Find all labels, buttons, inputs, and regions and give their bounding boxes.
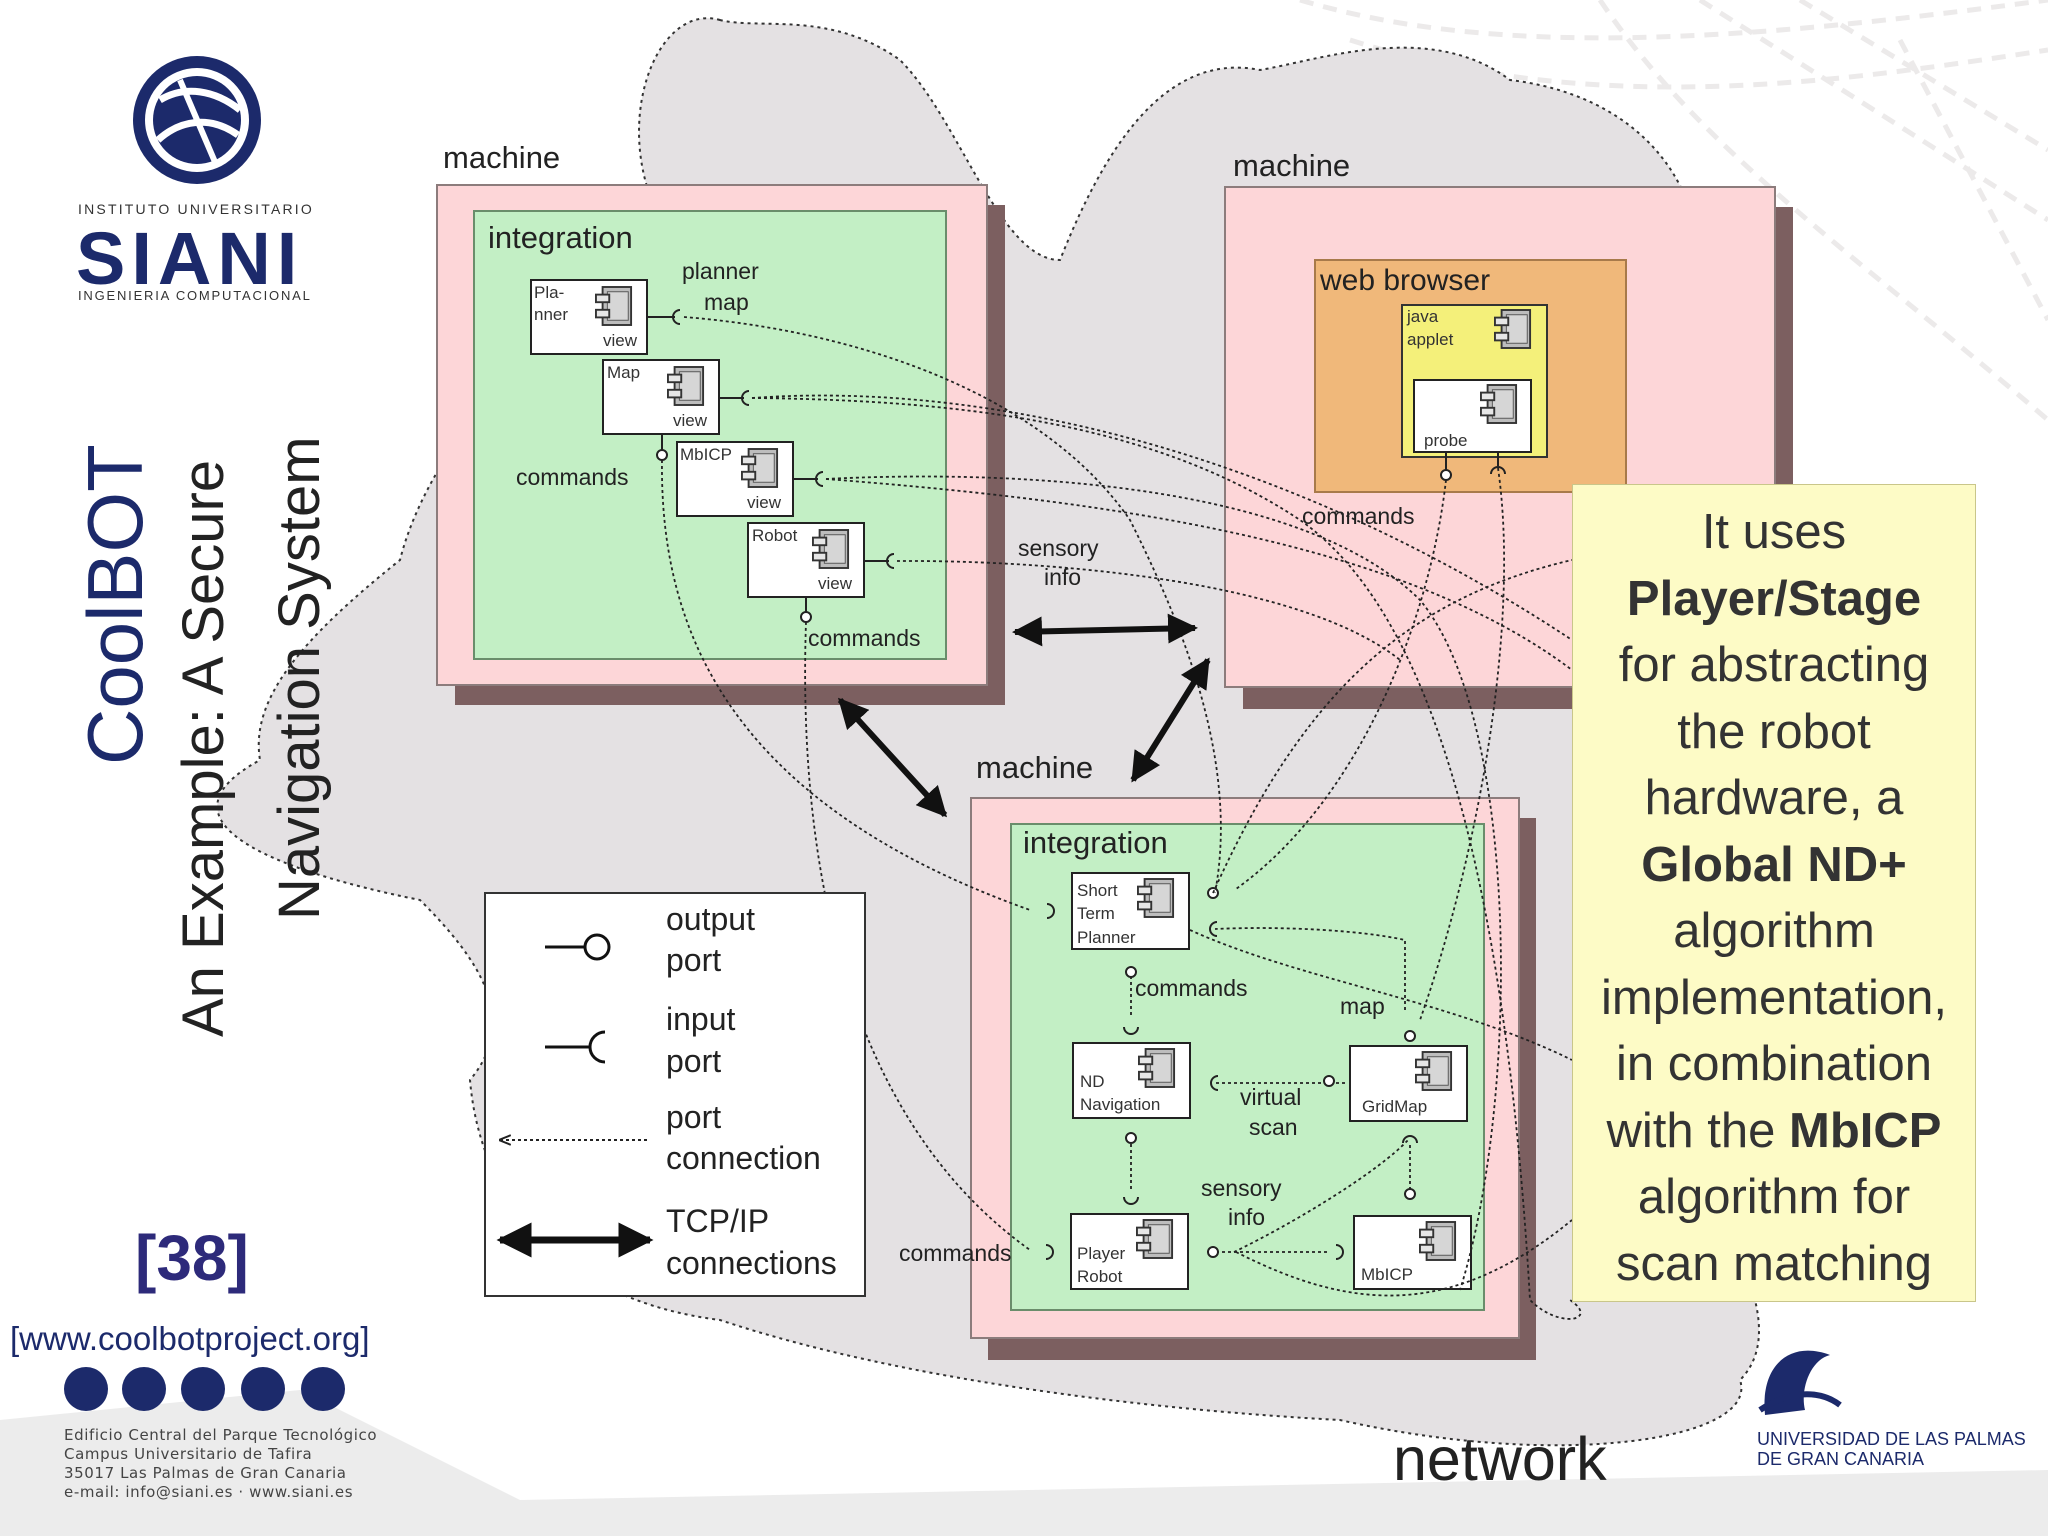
port-connections	[661, 316, 1582, 1320]
svg-text:view: view	[673, 411, 708, 430]
siani-address: Edificio Central del Parque Tecnológico …	[64, 1426, 378, 1501]
svg-text:Navigation: Navigation	[1080, 1095, 1160, 1114]
svg-text:Short: Short	[1077, 881, 1118, 900]
java-applet-label-2: applet	[1407, 330, 1454, 349]
svg-text:Robot: Robot	[1077, 1267, 1123, 1286]
svg-text:Pla-: Pla-	[534, 283, 564, 302]
player-robot-component[interactable]: Player Robot	[1070, 1213, 1189, 1290]
decorative-band	[0, 1390, 2048, 1536]
map-component[interactable]: Map view	[602, 359, 720, 435]
svg-text:probe: probe	[1424, 431, 1467, 450]
planner-port-label: planner	[682, 258, 759, 284]
siani-logo: INSTITUTO UNIVERSITARIO SIANI INGENIERIA…	[76, 56, 314, 303]
coolbot-url[interactable]: [www.coolbotproject.org]	[10, 1320, 370, 1357]
ulpgc-line1: UNIVERSIDAD DE LAS PALMAS	[1757, 1429, 2026, 1449]
svg-text:TCP/IP: TCP/IP	[666, 1203, 769, 1239]
machine-label-top-left: machine	[443, 140, 560, 175]
robot-view-component[interactable]: Robot view	[747, 522, 865, 598]
svg-text:view: view	[603, 331, 638, 350]
info-port-label-2: info	[1228, 1204, 1265, 1230]
slide-subtitle-line2: Navigation System	[267, 436, 332, 920]
commands-port-label-2: commands	[808, 625, 920, 651]
svg-text:Planner: Planner	[1077, 928, 1136, 947]
svg-text:Map: Map	[607, 363, 640, 382]
svg-text:GridMap: GridMap	[1362, 1097, 1427, 1116]
sensory-port-label-1: sensory	[1018, 535, 1099, 561]
legend-input-port-icon	[545, 1030, 606, 1064]
machine-label-top-right: machine	[1233, 148, 1350, 183]
svg-text:input: input	[666, 1001, 736, 1037]
svg-text:port: port	[666, 1099, 721, 1135]
machine-label-bottom: machine	[976, 750, 1093, 785]
siani-logo-top: INSTITUTO UNIVERSITARIO	[78, 201, 314, 217]
slide-title: CoolBOT	[71, 444, 159, 765]
commands-port-label-5: commands	[899, 1240, 1011, 1266]
machine-bottom: machine integration Short Term Planner N…	[899, 750, 1536, 1360]
siani-logo-bottom: INGENIERIA COMPUTACIONAL	[78, 288, 312, 303]
map-port-label: map	[704, 289, 749, 315]
machine-top-left: machine integration Pla- nner view Map v…	[436, 140, 1005, 705]
svg-text:Robot: Robot	[752, 526, 798, 545]
commands-port-label-4: commands	[1135, 975, 1247, 1001]
svg-text:view: view	[747, 493, 782, 512]
integration-label-bottom: integration	[1023, 825, 1168, 860]
ulpgc-logo: UNIVERSIDAD DE LAS PALMAS DE GRAN CANARI…	[1757, 1350, 2026, 1469]
svg-text:MbICP: MbICP	[1361, 1265, 1413, 1284]
svg-text:port: port	[666, 942, 721, 978]
planner-component[interactable]: Pla- nner view	[530, 279, 648, 355]
commands-port-label-1: commands	[516, 464, 628, 490]
svg-text:view: view	[818, 574, 853, 593]
short-term-planner-component[interactable]: Short Term Planner	[1071, 872, 1190, 950]
integration-label-top-left: integration	[488, 220, 633, 255]
svg-text:port: port	[666, 1043, 721, 1079]
svg-text:Term: Term	[1077, 904, 1115, 923]
svg-text:MbICP: MbICP	[680, 445, 732, 464]
nd-navigation-component[interactable]: ND Navigation	[1072, 1042, 1191, 1119]
ulpgc-line2: DE GRAN CANARIA	[1757, 1449, 1924, 1469]
svg-text:nner: nner	[534, 305, 568, 324]
web-browser-label: web browser	[1319, 264, 1490, 297]
svg-text:ND: ND	[1080, 1072, 1105, 1091]
legend-output-port-icon	[545, 933, 611, 961]
info-port-label-1: info	[1044, 564, 1081, 590]
decorative-dots	[64, 1367, 345, 1411]
virtual-port-label: virtual	[1240, 1084, 1301, 1110]
java-applet-label-1: java	[1406, 307, 1439, 326]
svg-text:Player: Player	[1077, 1244, 1126, 1263]
description-callout: It uses Player/Stage for abstracting the…	[1572, 484, 1976, 1302]
sensory-port-label-2: sensory	[1201, 1175, 1282, 1201]
slide-subtitle-line1: An Example: A Secure	[171, 459, 236, 1037]
mbicp-component-bottom[interactable]: MbICP	[1353, 1215, 1472, 1290]
probe-component[interactable]: probe	[1413, 379, 1532, 453]
legend: output port input port port connection T…	[484, 892, 866, 1297]
tcp-ip-arrows	[837, 613, 1211, 818]
commands-port-label-3: commands	[1302, 503, 1414, 529]
reference-number: [38]	[135, 1222, 249, 1294]
scan-port-label: scan	[1249, 1114, 1298, 1140]
svg-text:connections: connections	[666, 1245, 837, 1281]
svg-text:connection: connection	[666, 1140, 821, 1176]
siani-logo-name: SIANI	[76, 217, 303, 300]
gridmap-component[interactable]: GridMap	[1349, 1045, 1468, 1122]
map-port-label-2: map	[1340, 993, 1385, 1019]
svg-text:output: output	[666, 901, 755, 937]
network-label: network	[1393, 1425, 1607, 1493]
mbicp-component-top[interactable]: MbICP view	[676, 441, 794, 517]
